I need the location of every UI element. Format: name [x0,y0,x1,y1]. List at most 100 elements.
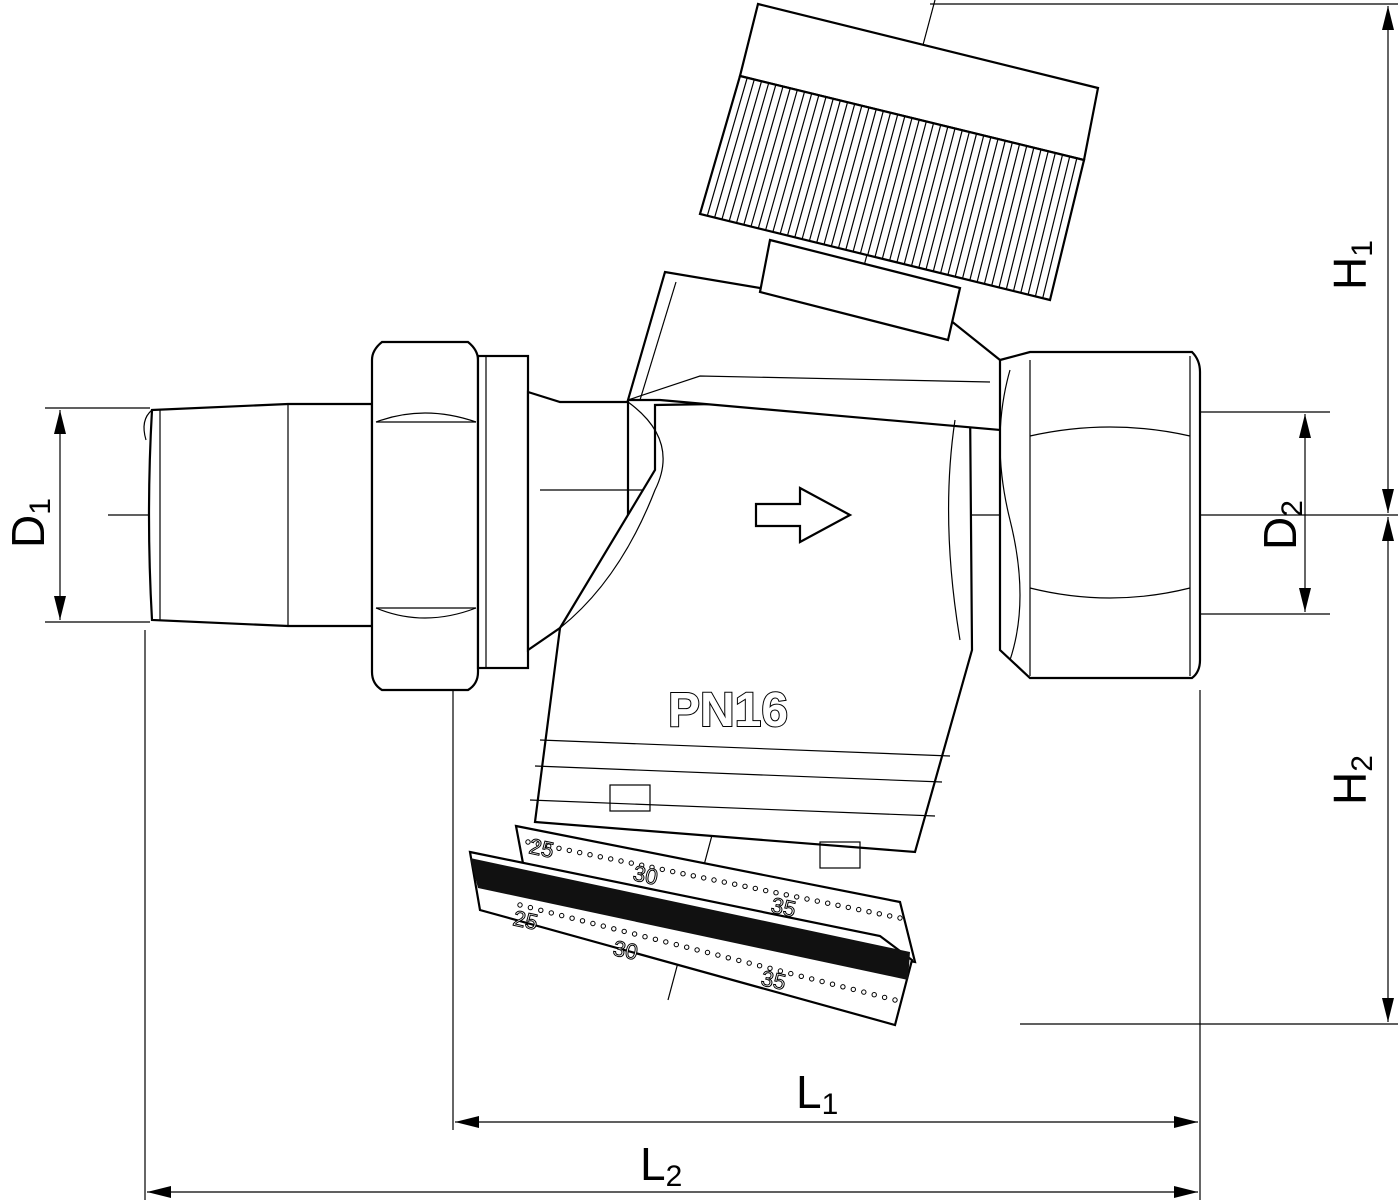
scale-dot [746,960,752,966]
scale-dot [527,904,534,911]
scale-dot [736,957,742,964]
scale-dot [517,902,523,908]
scale-dot [673,941,679,948]
scale-dot [548,910,554,916]
scale-dot [861,989,867,995]
scale-dot [871,992,877,998]
scale-dot [881,994,888,1001]
scale-dot [701,875,707,881]
flow-direction-arrow-icon [754,486,853,544]
scale-dot [715,952,721,958]
scale-bottom-25: 25 [511,905,540,935]
scale-dot [794,894,800,900]
scale-dot [704,949,711,956]
scale-dot [597,854,603,860]
scale-dot [611,926,617,932]
scale-dot [579,918,586,924]
scale-dot [825,900,831,906]
scale-dot [763,887,769,894]
scale-top-35: 35 [769,892,798,922]
scale-dot [725,955,731,961]
scale-dot [670,868,676,875]
dimension-lines [54,6,1394,1198]
scale-dot [659,866,665,873]
scale-dot [783,892,789,898]
scale-dot [866,909,872,915]
scale-dot [897,915,903,921]
scale-dot [804,896,810,902]
scale-dot [798,973,804,979]
scale-dot [694,947,700,953]
scale-dot [788,970,794,977]
l1-label: L1 [796,1066,838,1121]
scale-dot [814,898,820,904]
scale-dot [569,915,575,921]
scale-dot [777,968,784,974]
scale-dot [819,978,825,985]
scale-dot [690,873,696,879]
scale-dot [856,906,862,913]
scale-dot [577,849,583,856]
scale-dots [517,839,903,1003]
scale-dot [752,885,758,892]
scale-dot [887,913,893,919]
scale-bottom-35: 35 [759,965,788,995]
h2-label: H2 [1324,755,1379,805]
scale-dot [631,931,638,937]
l2-label: L2 [640,1138,682,1193]
d1-label: D1 [2,498,57,548]
scale-dot [756,963,763,969]
scale-dot [652,936,659,942]
scale-dot [732,881,738,887]
scale-dot [840,984,846,990]
scale-dot [618,858,624,864]
scale-dot [556,845,562,851]
scale-dot [663,939,669,945]
scale-dot [711,877,717,883]
scale-dot [876,911,882,917]
h1-label: H1 [1324,240,1379,290]
scale-dot [587,852,593,858]
scale-top-30: 30 [631,860,660,890]
inlet-tailpiece [143,402,374,628]
scale-dot [535,841,541,847]
scale-dot [767,965,773,971]
scale-dot [546,843,552,849]
valve-body: PN16 [526,270,1012,869]
scale-dot [680,871,686,877]
scale-dot [559,912,565,919]
scale-dot [608,856,614,862]
scale-dot [835,902,841,908]
adjustment-ring: 25 30 35 25 30 35 [468,824,917,1027]
pn16-marking: PN16 [668,684,788,737]
scale-dot [649,864,655,870]
outlet-nut [998,350,1202,680]
scale-dot [742,883,748,889]
d2-label: D2 [1254,500,1309,550]
scale-dot [721,879,727,885]
scale-dot [642,934,648,940]
extension-lines [45,3,1398,1200]
scale-dot [566,847,572,854]
scale-dot [892,997,898,1003]
scale-dot [628,860,634,866]
scale-dot [773,890,779,896]
scale-bottom-30: 30 [611,935,640,965]
handwheel-cap [698,2,1100,342]
scale-top-25: 25 [527,833,556,863]
scale-dot [600,923,606,929]
scale-dot [684,944,690,950]
scale-dot [809,976,815,982]
inlet-union-nut [370,340,530,692]
scale-dot [590,920,596,927]
scale-dot [525,839,531,845]
knurling [699,75,1085,301]
dimension-labels: H1 H2 D1 D2 L1 L2 [2,240,1379,1193]
scale-dot [538,907,544,913]
scale-dot [621,928,627,935]
scale-dot [845,904,851,911]
scale-dot [829,981,836,987]
scale-dot [850,986,856,993]
